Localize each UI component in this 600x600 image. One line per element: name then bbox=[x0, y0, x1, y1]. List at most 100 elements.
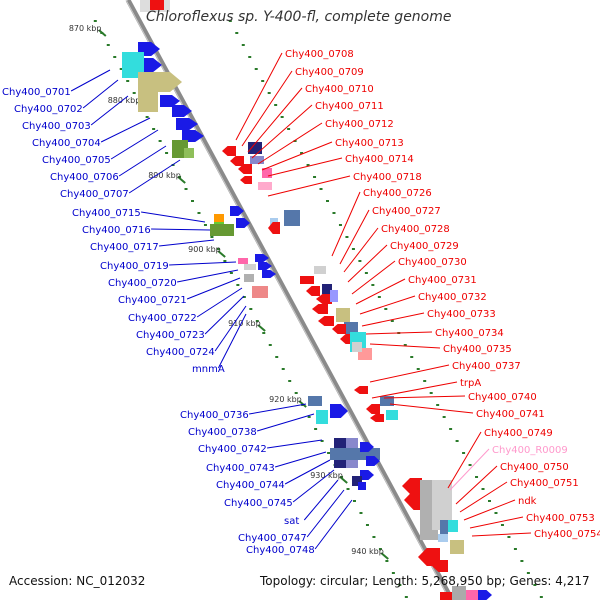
gene-label-right: Chy400_0731 bbox=[408, 275, 477, 286]
kbp-label: 870 kbp bbox=[69, 24, 102, 33]
track-dot bbox=[306, 164, 310, 166]
gene-block bbox=[386, 410, 398, 420]
gene-arrow bbox=[262, 270, 276, 278]
track-dot bbox=[455, 440, 459, 442]
gene-label-right: Chy400_0750 bbox=[500, 462, 569, 473]
gene-label-left: Chy400_0720 bbox=[108, 278, 177, 289]
leader-line bbox=[249, 403, 307, 415]
leader-line bbox=[389, 403, 474, 414]
gene-arrow bbox=[182, 130, 204, 142]
track-dot bbox=[332, 212, 336, 214]
track-dot bbox=[372, 536, 376, 538]
gene-arrow bbox=[316, 294, 332, 304]
track-dot bbox=[191, 200, 194, 202]
leader-line bbox=[118, 145, 167, 177]
gene-arrow bbox=[222, 146, 236, 156]
track-dot bbox=[377, 296, 381, 298]
track-dot bbox=[236, 284, 240, 286]
gene-block bbox=[244, 264, 256, 270]
gene-label-right: Chy400_0718 bbox=[353, 172, 422, 183]
gene-label-right: Chy400_0749 bbox=[484, 428, 553, 439]
gene-arrow bbox=[238, 164, 252, 174]
track-dot bbox=[358, 260, 362, 262]
gene-label-right: Chy400_0735 bbox=[443, 344, 512, 355]
leader-line bbox=[292, 469, 335, 503]
gene-block bbox=[358, 482, 366, 490]
gene-label-right: trpA bbox=[460, 378, 481, 389]
right-guide-track bbox=[228, 20, 543, 598]
gene-block bbox=[184, 148, 194, 158]
track-dot bbox=[287, 128, 291, 130]
kbp-label: 940 kbp bbox=[351, 547, 384, 556]
track-dot bbox=[410, 356, 414, 358]
kbp-tick bbox=[257, 324, 266, 332]
track-dot bbox=[351, 248, 355, 250]
map-title: Chloroflexus sp. Y-400-fl, complete geno… bbox=[146, 9, 452, 25]
leader-line bbox=[267, 175, 351, 197]
track-dot bbox=[468, 464, 472, 466]
gene-label-left: mnmA bbox=[192, 364, 225, 375]
track-dot bbox=[365, 524, 369, 526]
track-dot bbox=[359, 512, 363, 514]
track-dot bbox=[274, 104, 278, 106]
track-dot bbox=[307, 416, 311, 418]
gene-label-left: Chy400_0724 bbox=[146, 347, 215, 358]
gene-arrow bbox=[418, 548, 440, 566]
kbp-tick bbox=[98, 29, 107, 37]
gene-label-right: Chy400_0730 bbox=[398, 257, 467, 268]
track-dot bbox=[449, 428, 453, 430]
leader-line bbox=[267, 439, 323, 449]
track-dot bbox=[210, 236, 214, 238]
gene-label-right: Chy400_0712 bbox=[325, 119, 394, 130]
leader-line bbox=[110, 129, 159, 160]
gene-label-right: Chy400_0733 bbox=[427, 309, 496, 320]
track-dot bbox=[203, 224, 207, 226]
leader-line bbox=[339, 209, 370, 265]
track-dot bbox=[533, 584, 537, 586]
track-dot bbox=[281, 368, 285, 370]
gene-arrow bbox=[160, 95, 180, 107]
gene-label-left: Chy400_0716 bbox=[82, 225, 151, 236]
gene-label-right: Chy400_0708 bbox=[285, 49, 354, 60]
gene-label-left: Chy400_0723 bbox=[136, 330, 205, 341]
gene-arrow bbox=[240, 176, 252, 184]
gene-label-right: Chy400_0728 bbox=[381, 224, 450, 235]
track-dot bbox=[416, 368, 420, 370]
track-dot bbox=[288, 380, 292, 382]
track-dot bbox=[294, 392, 298, 394]
track-dot bbox=[488, 500, 491, 502]
gene-label-right: Chy400_0734 bbox=[435, 328, 504, 339]
track-dot bbox=[338, 224, 342, 226]
leader-line bbox=[449, 448, 490, 491]
gene-block bbox=[432, 480, 452, 530]
kbp-label: 920 kbp bbox=[269, 395, 302, 404]
leader-line bbox=[351, 260, 396, 295]
gene-arrow bbox=[258, 262, 272, 270]
leader-line bbox=[204, 295, 245, 335]
track-dot bbox=[197, 212, 201, 214]
track-dot bbox=[93, 20, 97, 22]
gene-arrow bbox=[152, 72, 182, 92]
track-dot bbox=[520, 560, 524, 562]
gene-label-left: Chy400_0702 bbox=[14, 104, 83, 115]
track-dot bbox=[378, 548, 382, 550]
track-dot bbox=[228, 20, 232, 22]
gene-label-right: Chy400_0754 bbox=[534, 529, 600, 540]
track-dot bbox=[513, 548, 517, 550]
track-dot bbox=[293, 140, 297, 142]
gene-block bbox=[314, 266, 326, 274]
leader-line bbox=[257, 122, 323, 165]
gene-label-right: Chy400_0711 bbox=[315, 101, 384, 112]
gene-block bbox=[352, 342, 362, 352]
gene-arrow bbox=[366, 404, 380, 414]
gene-block bbox=[452, 586, 466, 600]
leader-line bbox=[159, 239, 215, 247]
track-dot bbox=[481, 488, 485, 490]
gene-block bbox=[438, 534, 448, 542]
gene-label-right: Chy400_0709 bbox=[295, 67, 364, 78]
gene-label-right: Chy400_0714 bbox=[345, 154, 414, 165]
gene-label-right: Chy400_R0009 bbox=[492, 445, 568, 456]
gene-block bbox=[308, 396, 322, 406]
track-dot bbox=[132, 92, 136, 94]
leader-line bbox=[371, 381, 458, 399]
